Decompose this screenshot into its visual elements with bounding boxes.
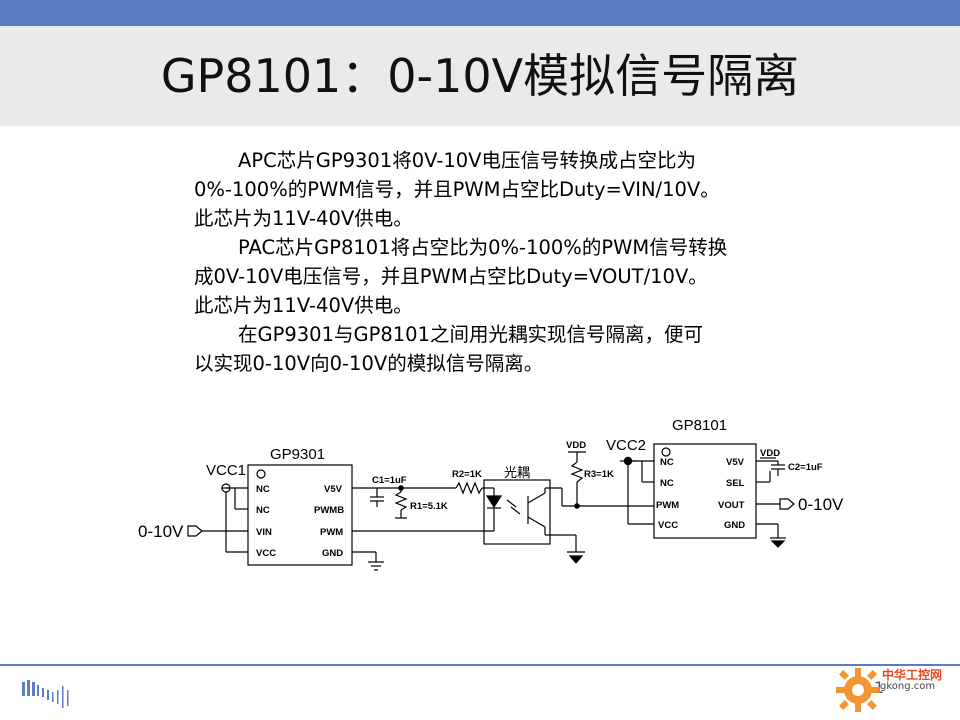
r2-label: R2=1K [452,469,482,480]
bottom-accent-line [0,664,960,666]
watermark-text: 中华工控网 [882,668,943,682]
chip2-pin: PWM [656,500,679,511]
paragraph-line: 成0V-10V电压信号，并且PWM占空比Duty=VOUT/10V。 [194,265,708,288]
paragraph-line: 此芯片为11V-40V供电。 [194,207,413,230]
chip2-pin: VCC [658,520,678,531]
paragraph-line: 0%-100%的PWM信号，并且PWM占空比Duty=VIN/10V。 [194,178,720,201]
paragraph-line: 以实现0-10V向0-10V的模拟信号隔离。 [194,352,544,375]
chip2-pin: NC [660,478,674,489]
chip1-pin: NC [256,484,270,495]
led-triangle [485,495,503,509]
company-logo [22,680,69,708]
vcc1-label: VCC1 [206,462,246,479]
chip1-pin: PWM [320,527,343,538]
slide-title: GP8101：0-10V模拟信号隔离 [160,49,800,103]
vdd-right-label: VDD [760,448,780,459]
paragraph-line: APC芯片GP9301将0V-10V电压信号转换成占空比为 [238,149,697,172]
output-label: 0-10V [798,495,844,514]
input-port-arrow [187,525,203,537]
chip-gp9301-body [247,464,353,566]
chip1-pin: PWMB [314,505,344,516]
optocoupler-label: 光耦 [504,465,530,480]
input-label: 0-10V [138,522,184,541]
pin1-marker [256,469,266,479]
paragraph-line: 此芯片为11V-40V供电。 [194,294,413,317]
resistor-r1 [394,491,408,511]
paragraph-line: PAC芯片GP8101将占空比为0%-100%的PWM信号转换 [238,236,728,259]
r1-label: R1=5.1K [410,501,448,512]
resistor-r3 [570,461,584,483]
c1-label: C1=1uF [372,475,407,486]
vcc2-label: VCC2 [606,437,646,454]
watermark-url: gkong.com [880,681,936,692]
c2-label: C2=1uF [788,462,823,473]
gear-icon [836,668,880,712]
chip1-name: GP9301 [270,446,325,463]
chip2-pin: NC [660,457,674,468]
chip1-pin: V5V [324,484,343,495]
circuit-diagram: GP9301 VCC1 0-10V GP8101 VCC2 0-10V NC N… [138,417,844,571]
chip-gp8101-body [653,443,757,539]
chip2-pin: V5V [726,457,745,468]
paragraph-line: 在GP9301与GP8101之间用光耦实现信号隔离，便可 [238,323,703,346]
r3-label: R3=1K [584,469,614,480]
chip2-pin: SEL [726,478,745,489]
resistor-r2 [455,481,483,495]
chip1-pin: VCC [256,548,276,559]
output-port-arrow [779,498,795,510]
chip1-pin: VIN [256,527,272,538]
chip2-pin: GND [724,520,745,531]
chip2-name: GP8101 [672,417,727,434]
chip1-pin: NC [256,505,270,516]
optocoupler [483,479,551,545]
vdd-left-label: VDD [566,440,586,451]
body-text: APC芯片GP9301将0V-10V电压信号转换成占空比为 0%-100%的PW… [194,146,794,378]
chip1-pin: GND [322,548,343,559]
chip2-pin: VOUT [718,500,745,511]
title-band [0,26,960,126]
top-accent-bar [0,0,960,26]
